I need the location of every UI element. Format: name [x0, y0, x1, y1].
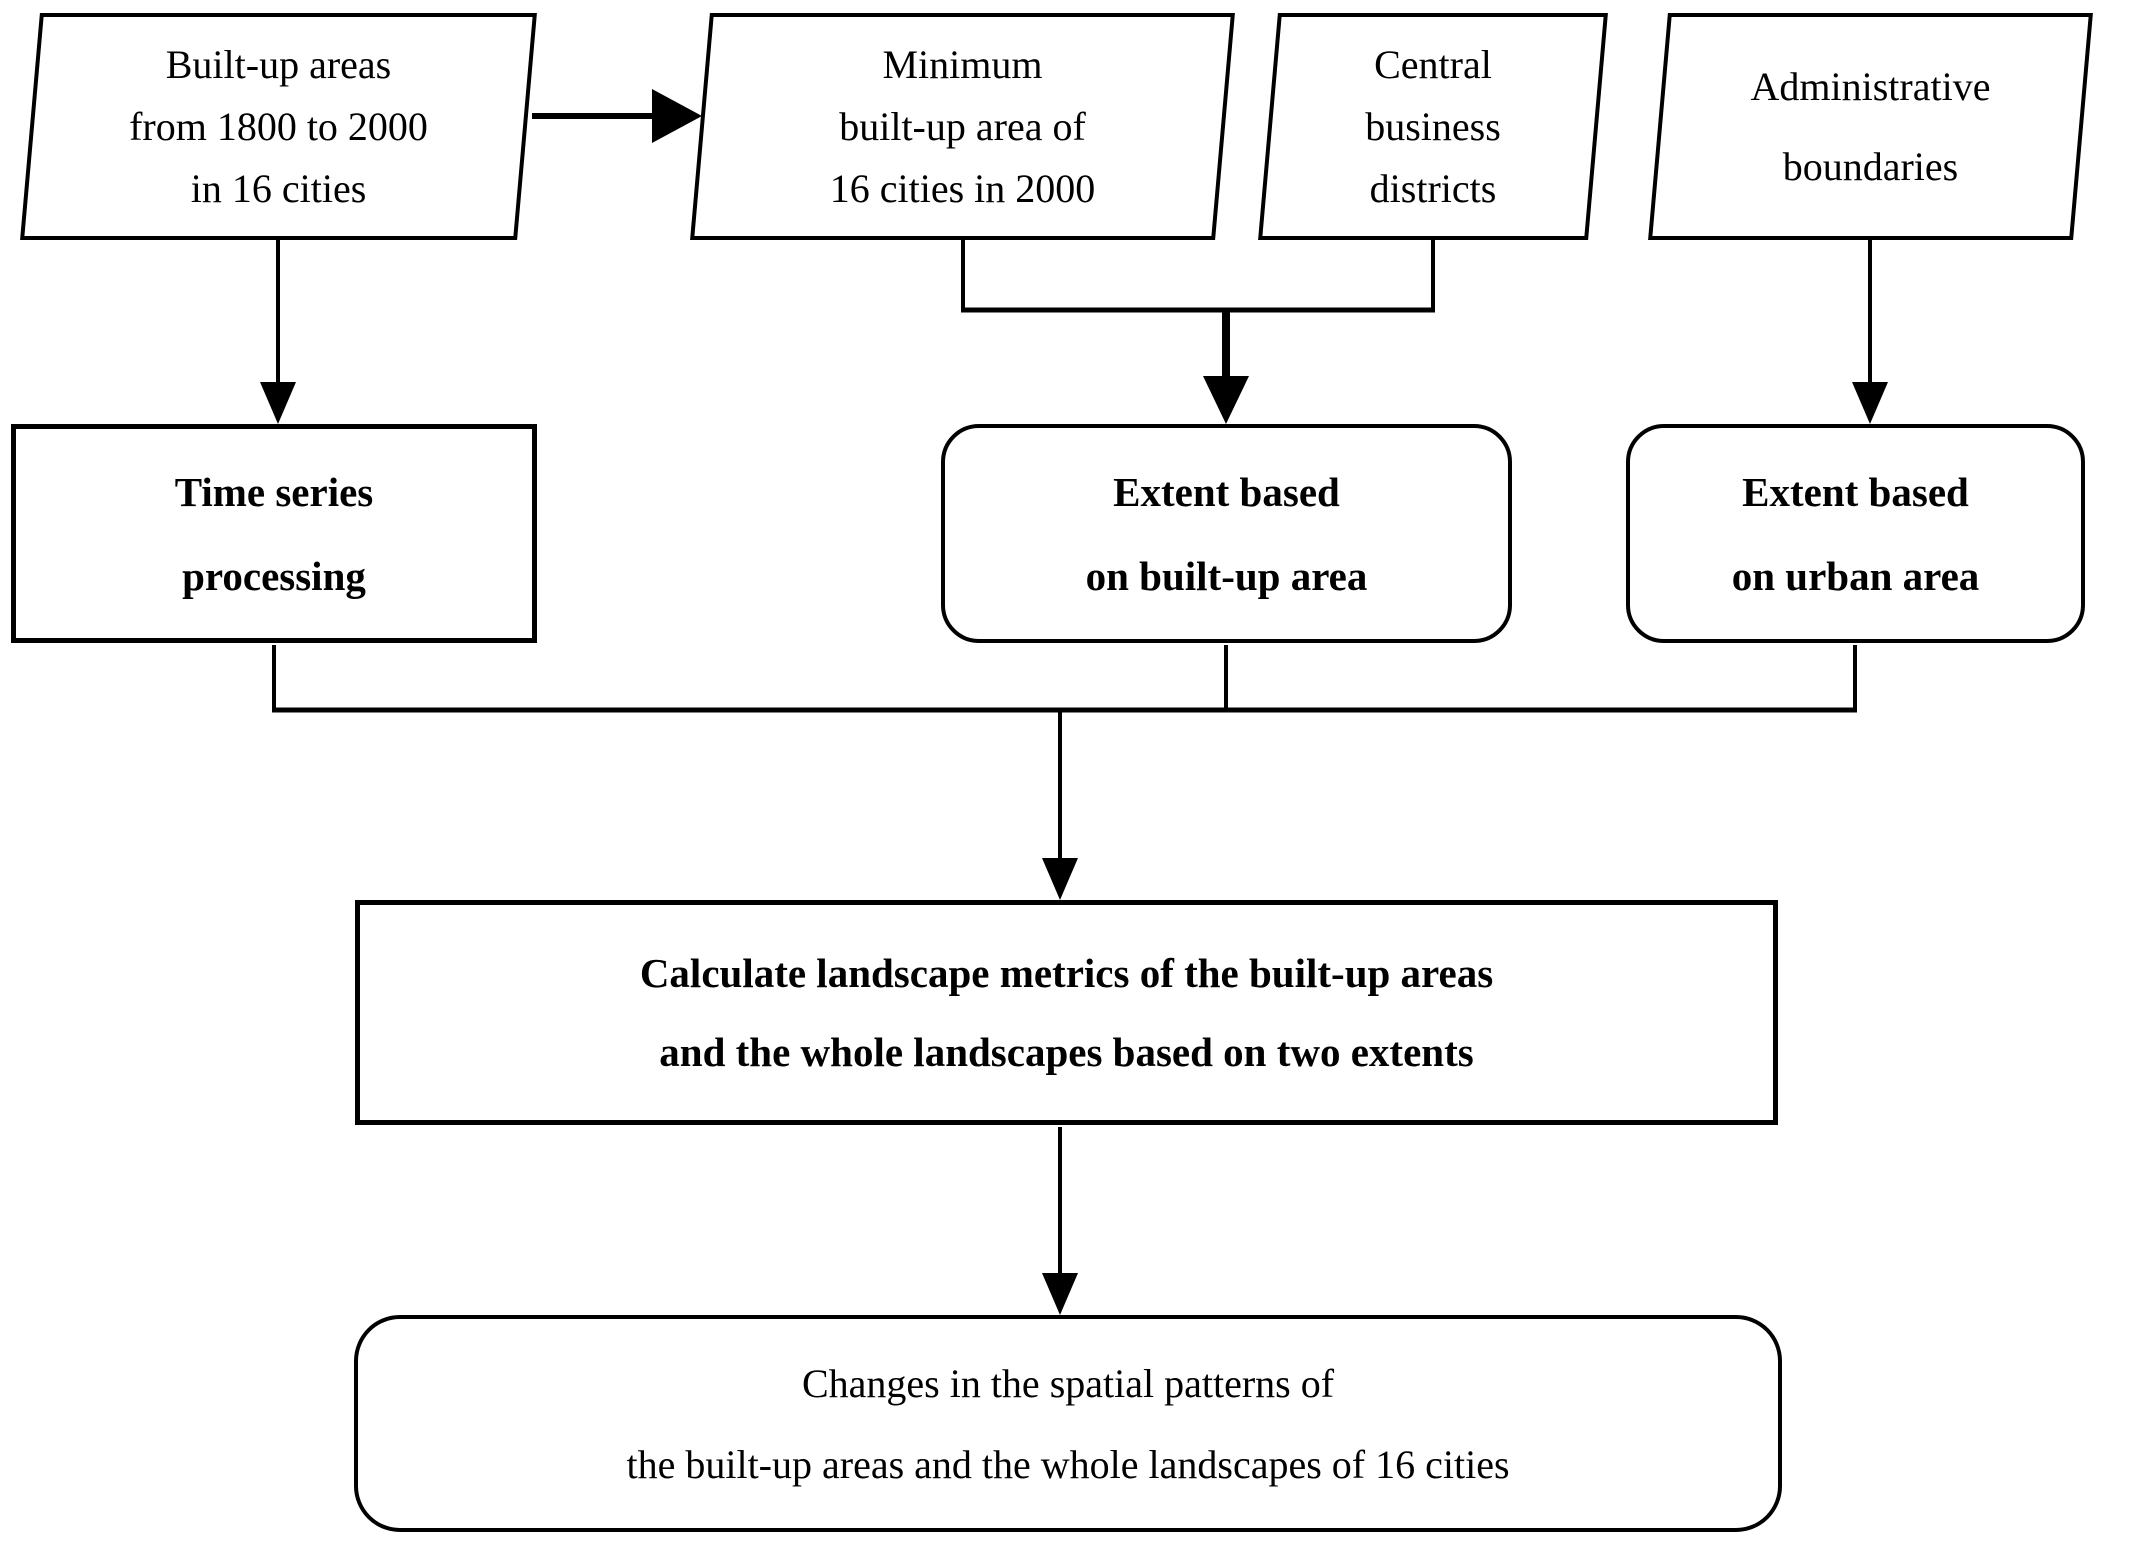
node-central-business-districts: Central business districts: [1258, 13, 1608, 240]
rounded-rectangle-shape: [941, 424, 1512, 643]
label-line: boundaries: [1782, 143, 1959, 189]
rectangle-shape: [11, 424, 537, 643]
label-line: Changes in the spatial patterns of: [801, 1360, 1335, 1406]
edge-bus-to-calculate: [1042, 710, 1078, 900]
node-time-series-processing: Time series processing: [11, 424, 537, 643]
edge-minimum-cbd-merge: [961, 240, 1435, 313]
edge-processes-merge-bus: [272, 645, 1857, 713]
node-calculate-metrics-label: Calculate landscape metrics of the built…: [355, 900, 1778, 1125]
label-line: the built-up areas and the whole landsca…: [626, 1441, 1510, 1487]
rectangle-shape: [355, 900, 1778, 1125]
node-extent-urban-area: Extent based on urban area: [1626, 424, 2085, 643]
label-line: Extent based: [1742, 468, 1969, 515]
node-changes-patterns-label: Changes in the spatial patterns of the b…: [354, 1315, 1782, 1532]
node-extent-urban-label: Extent based on urban area: [1626, 424, 2085, 643]
rounded-rectangle-shape: [354, 1315, 1782, 1532]
node-builtup-areas-label: Built-up areas from 1800 to 2000 in 16 c…: [30, 13, 527, 240]
label-line: Built-up areas: [165, 41, 392, 87]
rounded-rectangle-shape: [1626, 424, 2085, 643]
label-line: 16 cities in 2000: [829, 165, 1096, 211]
label-line: Extent based: [1113, 468, 1340, 515]
label-line: Time series: [174, 468, 374, 515]
node-changes-patterns: Changes in the spatial patterns of the b…: [354, 1315, 1782, 1532]
node-minimum-builtup: Minimum built-up area of 16 cities in 20…: [690, 13, 1235, 240]
edge-builtup-to-minimum: [532, 89, 702, 143]
node-time-series-label: Time series processing: [11, 424, 537, 643]
node-minimum-builtup-label: Minimum built-up area of 16 cities in 20…: [700, 13, 1225, 240]
node-extent-builtup-area: Extent based on built-up area: [941, 424, 1512, 643]
label-line: districts: [1369, 165, 1497, 211]
edge-calculate-to-changes: [1042, 1127, 1078, 1315]
edge-admin-to-extent-urban: [1852, 240, 1888, 424]
label-line: in 16 cities: [190, 165, 367, 211]
edge-builtup-to-timeseries: [260, 240, 296, 424]
label-line: built-up area of: [839, 103, 1086, 149]
label-line: Administrative: [1750, 63, 1991, 109]
label-line: processing: [182, 552, 366, 599]
label-line: on urban area: [1731, 552, 1980, 599]
label-line: and the whole landscapes based on two ex…: [659, 1028, 1474, 1075]
node-builtup-areas: Built-up areas from 1800 to 2000 in 16 c…: [20, 13, 537, 240]
node-calculate-metrics: Calculate landscape metrics of the built…: [355, 900, 1778, 1125]
label-line: Central: [1374, 41, 1492, 87]
node-cbd-label: Central business districts: [1268, 13, 1598, 240]
edge-merge-to-extent-builtup: [1203, 310, 1249, 424]
label-line: Calculate landscape metrics of the built…: [639, 949, 1494, 996]
node-extent-builtup-label: Extent based on built-up area: [941, 424, 1512, 643]
label-line: from 1800 to 2000: [129, 103, 428, 149]
node-admin-boundaries-label: Administrative boundaries: [1658, 13, 2083, 240]
label-line: business: [1365, 103, 1501, 149]
label-line: Minimum: [882, 41, 1043, 87]
label-line: on built-up area: [1085, 552, 1368, 599]
node-admin-boundaries: Administrative boundaries: [1648, 13, 2093, 240]
